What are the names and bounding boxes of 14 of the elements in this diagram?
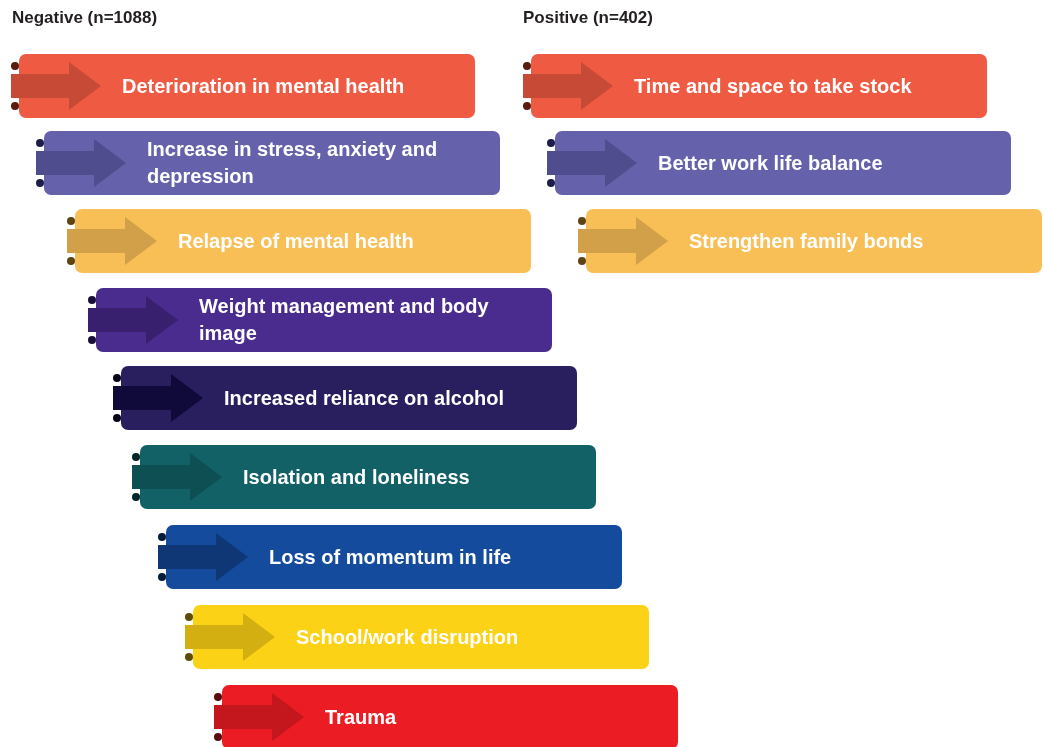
item-text: Better work life balance [658, 150, 883, 176]
item-text: Weight management and body image [199, 294, 490, 346]
item-text: Relapse of mental health [178, 228, 414, 254]
item-text: Strengthen family bonds [689, 228, 924, 254]
item-text: Increase in stress, anxiety and depression [147, 137, 439, 189]
item-text: Deterioration in mental health [122, 73, 405, 99]
item-text: School/work disruption [296, 624, 519, 650]
item-text: Trauma [325, 704, 397, 730]
item-text: Loss of momentum in life [269, 544, 512, 570]
item-text: Increased reliance on alcohol [224, 385, 505, 411]
item-text: Isolation and loneliness [243, 464, 470, 490]
column-heading: Positive (n=402) [523, 8, 653, 28]
column-heading: Negative (n=1088) [12, 8, 158, 28]
item-text: Time and space to take stock [634, 73, 912, 99]
